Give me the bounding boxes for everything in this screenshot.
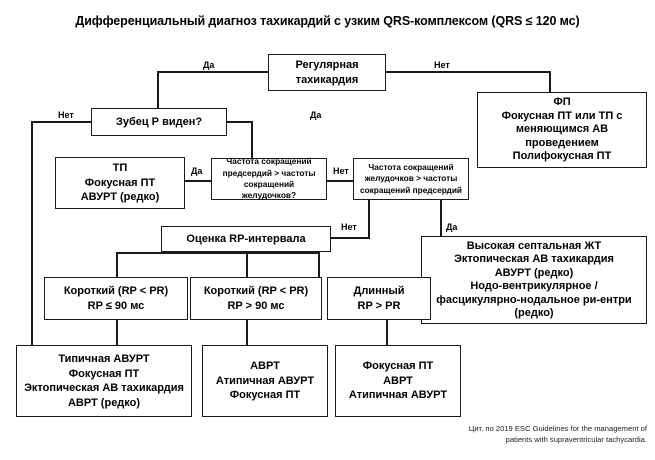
node-line: ТП: [112, 162, 128, 175]
node-outcome-middle[interactable]: АВРТ Атипичная АВУРТ Фокусная ПТ: [202, 345, 328, 417]
edge-label-pwave-no: Нет: [56, 110, 76, 120]
node-line: Фокусная ПТ: [362, 360, 434, 373]
node-line: RP ≤ 90 мс: [87, 299, 145, 312]
node-line: Атипичная АВУРТ: [348, 389, 448, 402]
node-line: Атипичная АВУРТ: [215, 374, 315, 387]
node-line: Короткий (RP < PR): [63, 285, 169, 297]
node-line: Типичная АВУРТ: [58, 353, 150, 365]
node-line: Полифокусная ПТ: [512, 150, 612, 163]
edge-vent-no-vertical: [368, 200, 370, 239]
node-line: предсердий > частоты: [222, 167, 316, 178]
node-line: АВУРТ (редко): [494, 266, 574, 279]
node-line: RP > 90 мс: [227, 299, 285, 312]
edge-label-vent-no: Нет: [339, 222, 359, 232]
node-line: Эктопическая АВ тахикардия: [454, 253, 614, 265]
edge-regular-to-af-vertical: [549, 71, 551, 93]
edge-pwave-no-vertical: [31, 121, 33, 346]
node-line: Нодо-вентрикулярное /: [470, 280, 598, 292]
node-line: Фокусная ПТ: [229, 389, 301, 402]
node-ventricular-gt-atrial[interactable]: Частота сокращений желудочков > частоты …: [353, 158, 469, 200]
node-line: RP > PR: [357, 299, 401, 312]
node-line: Частота сокращений: [226, 156, 312, 167]
edge-label-atrial-no: Нет: [331, 166, 351, 176]
node-line: фасцикулярно-нодальное ри-ентри: [436, 293, 632, 306]
node-line: Короткий (RP < PR): [203, 285, 309, 297]
node-line: Фокусная ПТ или ТП с: [501, 109, 623, 122]
edge-rp-short-gt90-to-outcome: [246, 320, 248, 346]
edge-label-vent-yes: Да: [444, 222, 460, 232]
node-line: меняющимся АВ: [515, 123, 609, 136]
node-regular-tachycardia[interactable]: Регулярная тахикардия: [268, 54, 386, 91]
node-line: сокращений предсердий: [359, 184, 463, 195]
edge-rp-branch-left-vertical: [116, 252, 118, 277]
node-af-box[interactable]: ФП Фокусная ПТ или ТП с меняющимся АВ пр…: [477, 92, 647, 168]
node-line: ФП: [553, 96, 571, 109]
citation: Цит. по 2019 ESC Guidelines for the mana…: [415, 424, 647, 445]
edge-pwave-no-horizontal: [31, 121, 91, 123]
edge-atrial-no-horizontal: [327, 180, 354, 182]
edge-label-atrial-yes: Да: [189, 166, 205, 176]
edge-vent-yes-vertical: [440, 200, 442, 236]
edge-vent-no-horizontal: [330, 237, 370, 239]
edge-label-regular-no: Нет: [432, 60, 452, 70]
node-line: АВРТ (редко): [67, 396, 141, 409]
node-line: Фокусная ПТ: [84, 176, 156, 189]
edge-pwave-yes-vertical: [251, 121, 253, 162]
edge-rp-long-to-outcome: [386, 320, 388, 346]
node-line: Фокусная ПТ: [68, 367, 140, 380]
node-line: Длинный: [353, 285, 405, 297]
edge-regular-to-pwave-vertical: [157, 71, 159, 109]
node-outcome-left[interactable]: Типичная АВУРТ Фокусная ПТ Эктопическая …: [16, 345, 192, 417]
edge-rp-short-le90-to-outcome: [116, 320, 118, 346]
page-title: Дифференциальный диагноз тахикардий с уз…: [75, 14, 580, 28]
node-p-wave-visible[interactable]: Зубец Р виден?: [91, 108, 227, 136]
node-line: Оценка RP-интервала: [186, 232, 306, 245]
node-line: проведением: [525, 136, 599, 149]
node-line: АВУРТ (редко): [80, 191, 160, 204]
node-line: желудочков > частоты: [364, 173, 458, 184]
node-rp-long[interactable]: Длинный RP > PR: [327, 277, 431, 320]
node-high-septal-vt[interactable]: Высокая септальная ЖТ Эктопическая АВ та…: [421, 236, 647, 324]
node-line: (редко): [514, 307, 554, 319]
node-outcome-right[interactable]: Фокусная ПТ АВРТ Атипичная АВУРТ: [335, 345, 461, 417]
node-line: Высокая септальная ЖТ: [466, 239, 602, 252]
edge-label-regular-yes: Да: [201, 60, 217, 70]
node-atrial-gt-ventricular[interactable]: Частота сокращений предсердий > частоты …: [211, 156, 327, 201]
node-flutter-box[interactable]: ТП Фокусная ПТ АВУРТ (редко): [55, 157, 185, 209]
node-rp-short-le90[interactable]: Короткий (RP < PR) RP ≤ 90 мс: [44, 277, 188, 320]
node-line: Эктопическая АВ тахикардия: [24, 382, 184, 394]
node-line: тахикардия: [295, 73, 359, 86]
citation-line-1: Цит. по 2019 ESC Guidelines for the mana…: [468, 424, 647, 433]
edge-rp-branch-right-vertical: [318, 252, 320, 277]
node-line: АВРТ: [250, 360, 280, 373]
node-line: сокращений желудочков?: [241, 179, 297, 201]
edge-regular-to-af-horizontal: [385, 71, 550, 73]
edge-label-pwave-yes: Да: [308, 110, 324, 120]
edge-rp-branch-horizontal: [116, 252, 320, 254]
edge-rp-branch-mid-vertical: [246, 252, 248, 277]
node-line: АВРТ: [383, 374, 413, 387]
node-line: Регулярная: [295, 59, 359, 71]
edge-regular-to-pwave-horizontal: [157, 71, 269, 73]
edge-atrial-yes-horizontal: [185, 180, 211, 182]
node-line: Зубец Р виден?: [115, 115, 203, 128]
node-rp-assessment[interactable]: Оценка RP-интервала: [161, 226, 331, 252]
node-line: Частота сокращений: [368, 162, 454, 173]
edge-pwave-yes-horizontal: [226, 121, 253, 123]
citation-line-2: patients with supraventricular tachycard…: [505, 434, 647, 444]
node-rp-short-gt90[interactable]: Короткий (RP < PR) RP > 90 мс: [190, 277, 322, 320]
